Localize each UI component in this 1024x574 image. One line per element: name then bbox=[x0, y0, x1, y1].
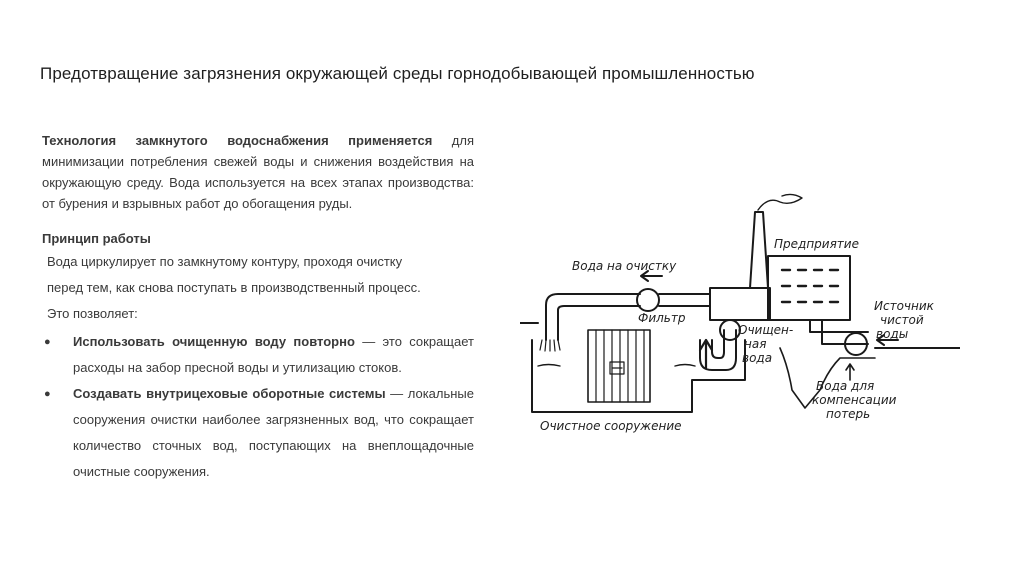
label-purified-water: вода bbox=[742, 351, 772, 365]
source-bank bbox=[779, 347, 876, 409]
arrow-from-source bbox=[876, 334, 899, 346]
principle-paragraph: Вода циркулирует по замкнутому контуру, … bbox=[42, 249, 474, 327]
diagram-svg: Вода на очистку Предприятие Фильтр Источ… bbox=[520, 193, 960, 433]
filter-block bbox=[587, 329, 651, 403]
pump-left bbox=[636, 288, 660, 312]
chimney bbox=[749, 211, 769, 289]
intro-text: для минимизации потребления свежей воды … bbox=[42, 133, 474, 211]
pump-middle bbox=[719, 319, 741, 341]
inlet-spray bbox=[539, 339, 561, 352]
label-clean-source: Источник bbox=[874, 299, 935, 313]
enterprise-annex bbox=[709, 287, 771, 321]
treatment-basin bbox=[531, 339, 746, 413]
pipe-to-cleaning-inner bbox=[557, 305, 641, 341]
pipe-to-cleaning-outer bbox=[545, 293, 641, 341]
label-clean-source: воды bbox=[876, 327, 908, 341]
bullet-text: — локальные сооружения очистки наиболее … bbox=[73, 386, 475, 479]
label-compensation: компенсации bbox=[812, 393, 897, 407]
label-compensation: Вода для bbox=[816, 379, 874, 393]
intake-pipe-inner bbox=[821, 319, 869, 345]
up-arrow bbox=[698, 338, 714, 370]
principle-line: Это позволяет: bbox=[47, 306, 138, 321]
filter-bars bbox=[595, 329, 645, 403]
pump-right bbox=[844, 332, 868, 356]
building-windows bbox=[780, 268, 840, 304]
smoke bbox=[757, 193, 803, 211]
enterprise-building bbox=[767, 255, 851, 321]
label-compensation: потерь bbox=[826, 407, 870, 421]
bullet-marker: ● bbox=[44, 336, 51, 348]
arrow-to-cleaning bbox=[640, 270, 663, 282]
intro-lead: Технология замкнутого водоснабжения прим… bbox=[42, 133, 433, 148]
principle-line: Вода циркулирует по замкнутому контуру, … bbox=[47, 254, 403, 269]
label-treatment: Очистное сооружение bbox=[540, 419, 682, 433]
label-water-to-cleaning: Вода на очистку bbox=[572, 259, 677, 273]
filter-mark bbox=[609, 361, 625, 375]
intake-pipe-outer bbox=[809, 319, 869, 333]
intro-paragraph: Технология замкнутого водоснабжения прим… bbox=[42, 130, 474, 214]
label-enterprise: Предприятие bbox=[774, 237, 859, 251]
list-item: ● Использовать очищенную воду повторно — … bbox=[42, 329, 474, 381]
content-column: Технология замкнутого водоснабжения прим… bbox=[42, 130, 474, 485]
label-filter: Фильтр bbox=[638, 311, 686, 325]
label-purified-water: ная bbox=[744, 337, 766, 351]
basin-water bbox=[537, 363, 696, 367]
list-item: ● Создавать внутрицеховые оборотные систе… bbox=[42, 381, 474, 485]
label-purified-water: Очищен- bbox=[738, 323, 793, 337]
principle-line: перед тем, как снова поступать в произво… bbox=[47, 280, 421, 295]
label-clean-source: чистой bbox=[880, 313, 924, 327]
water-cycle-diagram: Вода на очистку Предприятие Фильтр Источ… bbox=[520, 190, 960, 440]
bullet-lead: Использовать очищенную воду повторно bbox=[73, 334, 355, 349]
purified-pipe-outer bbox=[699, 329, 737, 371]
purified-pipe-inner bbox=[711, 329, 725, 359]
pump-left-stub bbox=[658, 293, 711, 307]
page-title: Предотвращение загрязнения окружающей ср… bbox=[40, 64, 755, 83]
principle-heading: Принцип работы bbox=[42, 231, 151, 246]
bullet-text: — это сокращает расходы на забор пресной… bbox=[73, 334, 474, 375]
benefits-list: ● Использовать очищенную воду повторно — … bbox=[42, 329, 474, 485]
bullet-marker: ● bbox=[44, 388, 51, 400]
bullet-lead: Создавать внутрицеховые оборотные систем… bbox=[73, 386, 386, 401]
compensation-arrow bbox=[845, 363, 855, 381]
